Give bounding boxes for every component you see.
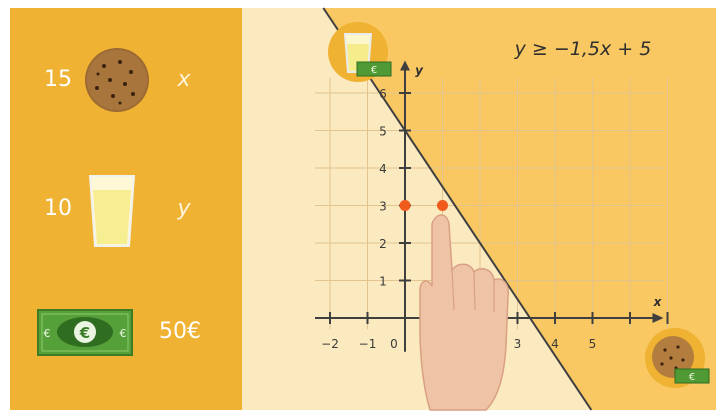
lemonade-quantity: 10 — [44, 196, 72, 221]
y-axis-arrow — [400, 60, 410, 71]
x-tick-label: −2 — [321, 337, 339, 351]
x-tick-label: 0 — [390, 337, 398, 351]
cookie-badge: € — [645, 328, 710, 388]
budget-amount: 50€ — [159, 319, 201, 344]
y-tick-label: 1 — [379, 275, 387, 289]
svg-text:€: € — [79, 324, 90, 342]
equation-label: y ≥ −1,5x + 5 — [514, 38, 652, 60]
cookie-quantity: 15 — [44, 67, 72, 92]
svg-text:€: € — [44, 327, 51, 340]
x-axis-arrow — [652, 313, 664, 323]
cookie-icon — [652, 336, 694, 378]
data-point — [399, 200, 411, 211]
shaded-region — [323, 8, 716, 410]
lemonade-variable: y — [176, 196, 191, 221]
sidebar-row-lemonade: 10 y — [44, 175, 191, 247]
sidebar-row-budget: € € € 50€ — [37, 309, 201, 356]
y-tick-label: 6 — [379, 87, 387, 101]
y-tick-label: 3 — [379, 200, 387, 214]
svg-text:€: € — [120, 327, 127, 340]
glass-badge: € — [328, 22, 392, 82]
x-tick-label: −1 — [359, 337, 377, 351]
price-tag — [674, 368, 710, 384]
price-tag — [356, 61, 392, 77]
points — [399, 200, 448, 211]
pointing-hand-icon — [419, 214, 510, 411]
y-tick-label: 5 — [379, 125, 387, 139]
sidebar-row-cookies: 15 x — [44, 48, 191, 112]
price-tag-symbol: € — [689, 372, 695, 383]
x-tick-label: 4 — [551, 337, 559, 351]
euro-banknote-icon: € € € — [37, 309, 133, 356]
x-tick-label: 5 — [589, 337, 597, 351]
y-tick-label: 2 — [379, 237, 387, 251]
y-axis-label: y — [415, 64, 424, 78]
lemonade-glass-icon — [88, 175, 136, 247]
y-tick-label: 4 — [379, 162, 387, 176]
price-tag-symbol: € — [371, 65, 377, 76]
cookie-icon — [85, 48, 149, 112]
x-tick-label: 3 — [514, 337, 522, 351]
data-point — [437, 200, 448, 211]
cookie-variable: x — [176, 67, 191, 92]
x-axis-label: x — [653, 295, 663, 309]
